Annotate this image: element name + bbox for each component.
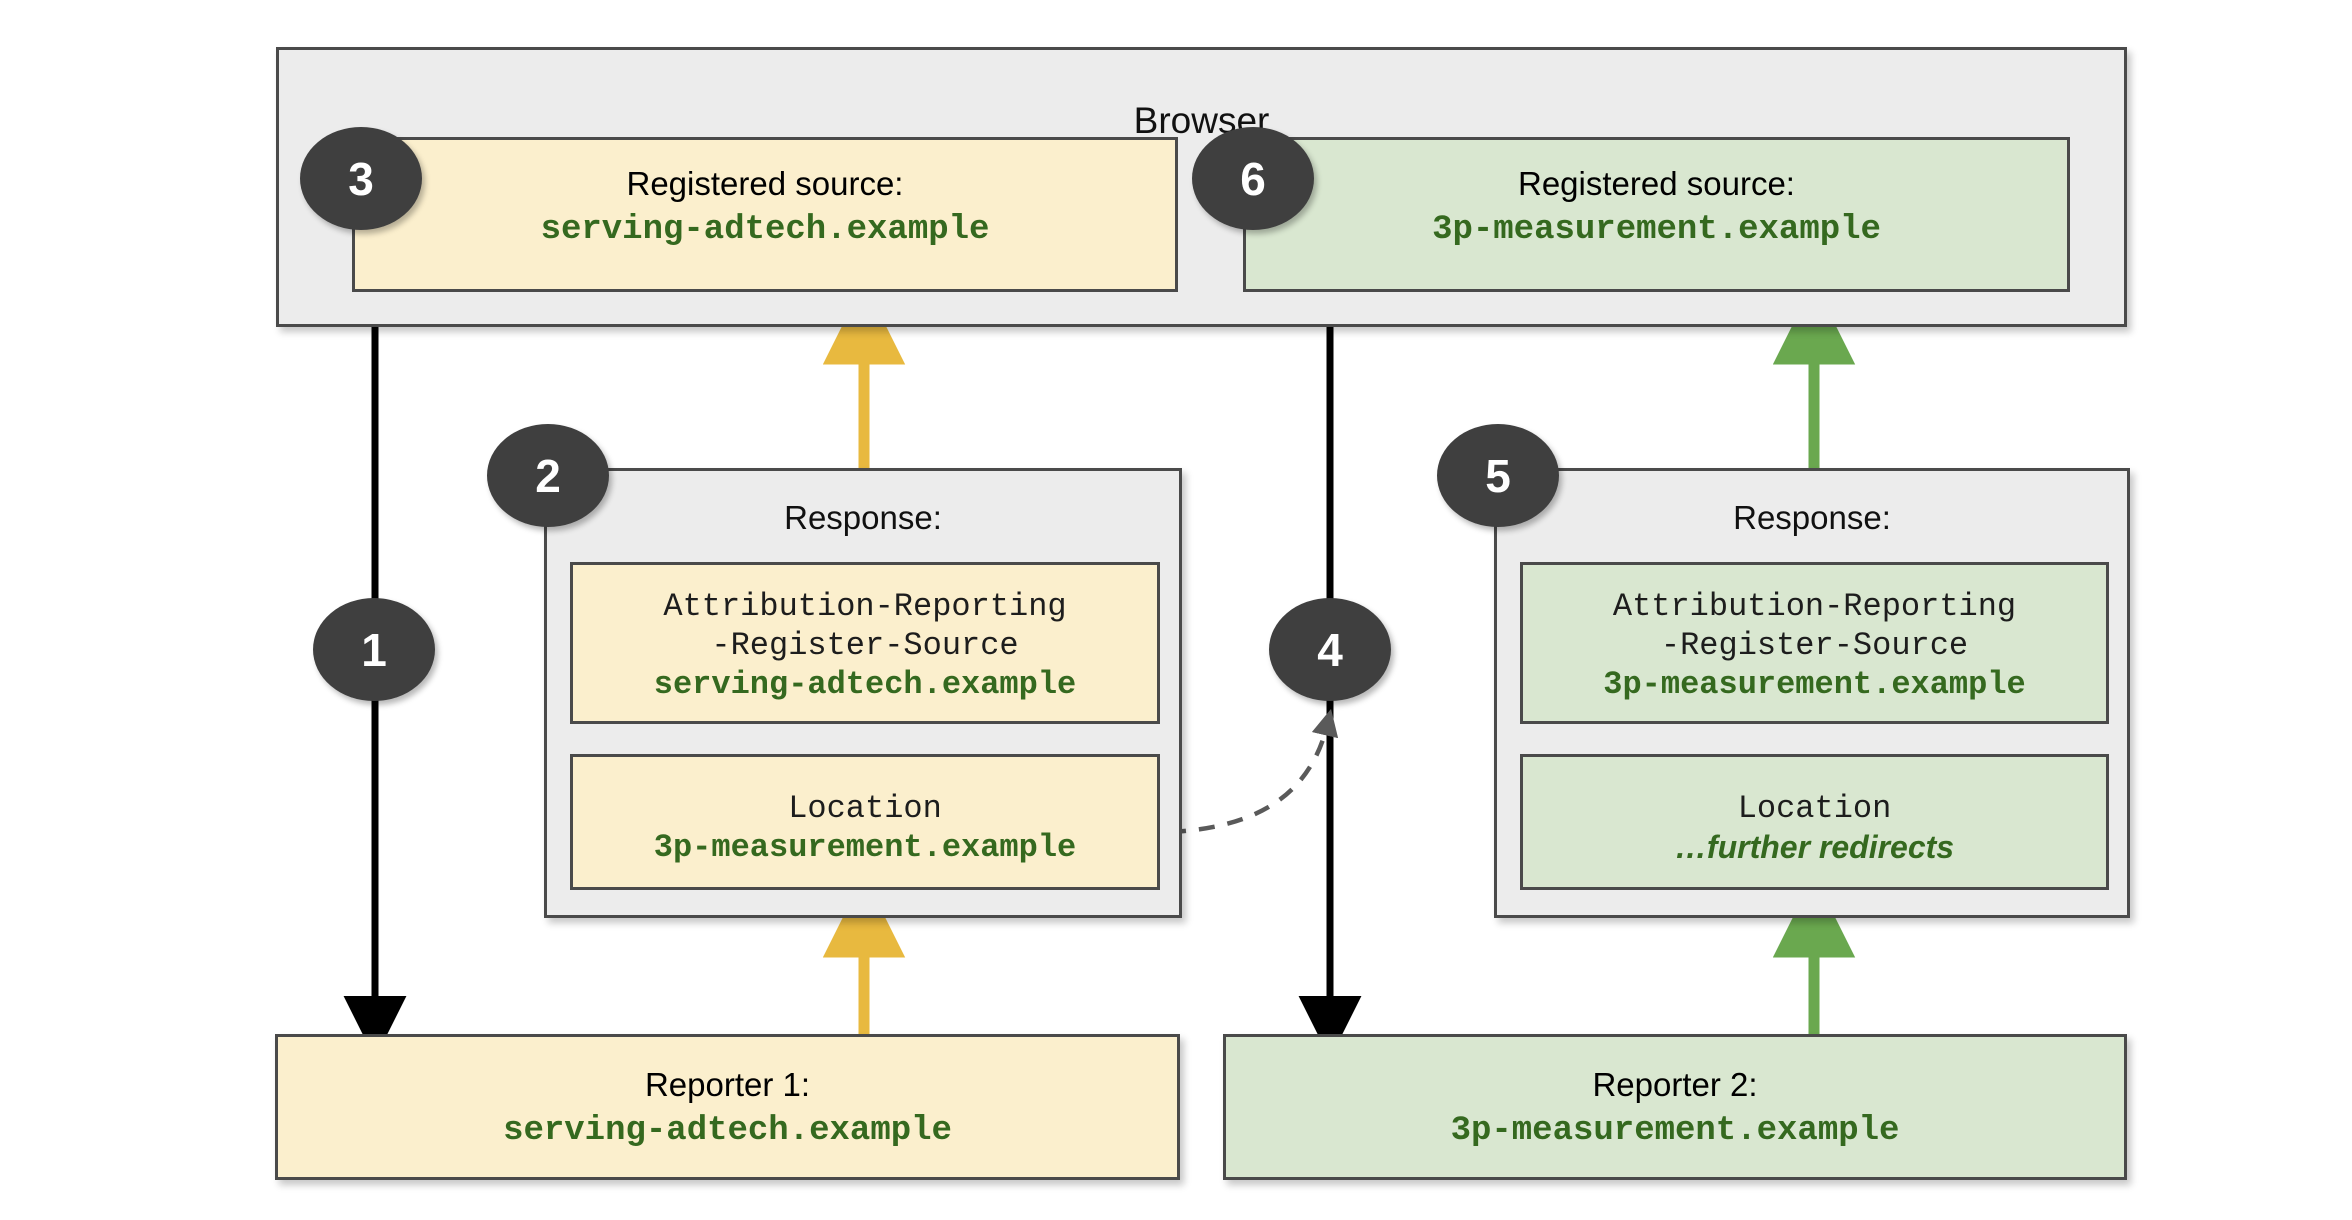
step-badge-5-label: 5 <box>1485 449 1511 502</box>
header-name-line2-2a: -Register-Source <box>1660 627 1969 665</box>
step-badge-1: 1 <box>313 598 435 701</box>
header-value-1b: 3p-measurement.example <box>653 829 1077 867</box>
header-name-line1-1b: Location <box>788 790 942 827</box>
header-name-line1-2a: Attribution-Reporting <box>1612 588 2017 625</box>
response-title-1: Response: <box>784 499 942 536</box>
step-badge-3-label: 3 <box>348 152 374 205</box>
step-badge-5: 5 <box>1437 424 1559 527</box>
registered-source-serving-adtech: Registered source: serving-adtech.exampl… <box>352 137 1178 292</box>
step-badge-4-label: 4 <box>1317 623 1343 676</box>
header-name-line1-2b: Location <box>1737 790 1892 827</box>
response-1-header-register-source: Attribution-Reporting -Register-Source s… <box>570 562 1160 724</box>
step-badge-6: 6 <box>1192 127 1314 230</box>
header-value-1a: serving-adtech.example <box>653 666 1077 704</box>
step-badge-2: 2 <box>487 424 609 527</box>
header-value-2a: 3p-measurement.example <box>1603 666 2026 704</box>
step-badge-6-label: 6 <box>1240 152 1266 205</box>
response-1-header-location: Location 3p-measurement.example <box>570 754 1160 890</box>
redirect-dashed-curve <box>1169 708 1339 835</box>
step-badge-3: 3 <box>300 127 422 230</box>
registered-source-3p-measurement: Registered source: 3p-measurement.exampl… <box>1243 137 2070 292</box>
step-badge-2-label: 2 <box>535 449 561 502</box>
response-2-header-location: Location …further redirects <box>1520 754 2109 890</box>
header-value-2b: …further redirects <box>1674 829 1955 866</box>
reporter-2-value: 3p-measurement.example <box>1450 1112 1900 1151</box>
response-title-2: Response: <box>1733 499 1891 536</box>
header-name-line1-1a: Attribution-Reporting <box>663 588 1067 625</box>
reporter-1-panel: Reporter 1: serving-adtech.example <box>275 1034 1180 1180</box>
header-name-line2-1a: -Register-Source <box>711 627 1019 665</box>
reporter-1-heading: Reporter 1: <box>644 1066 811 1103</box>
reporter-2-heading: Reporter 2: <box>1592 1066 1758 1103</box>
step-badge-1-label: 1 <box>361 623 387 676</box>
registered-source-heading-1: Registered source: <box>626 165 904 202</box>
registered-source-value-2: 3p-measurement.example <box>1432 211 1881 250</box>
reporter-2-panel: Reporter 2: 3p-measurement.example <box>1223 1034 2127 1180</box>
response-2-header-register-source: Attribution-Reporting -Register-Source 3… <box>1520 562 2109 724</box>
reporter-1-value: serving-adtech.example <box>503 1112 952 1151</box>
browser-title: Browser <box>1133 100 1270 141</box>
registered-source-heading-2: Registered source: <box>1518 165 1795 202</box>
registered-source-value-1: serving-adtech.example <box>540 211 990 250</box>
step-badge-4: 4 <box>1269 598 1391 701</box>
